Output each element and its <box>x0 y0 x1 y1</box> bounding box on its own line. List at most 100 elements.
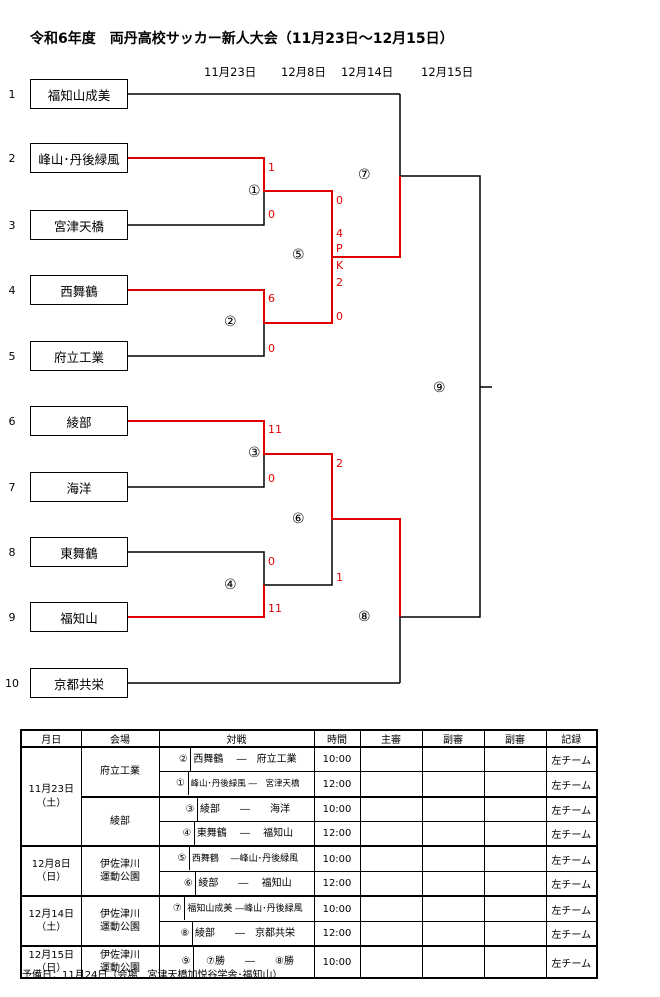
line-m6-bottom <box>264 519 333 586</box>
record-cell: 左チーム <box>545 746 598 772</box>
score-m5-top: 0 <box>336 194 343 207</box>
match-number-7: ⑦ <box>358 167 371 183</box>
weekday-text: （土） <box>36 922 67 933</box>
win-line-team4 <box>128 176 401 324</box>
record-cell: 左チーム <box>545 921 598 947</box>
assistant-cell <box>483 796 547 822</box>
assistant-cell <box>483 895 547 922</box>
match-number: ② <box>176 748 192 771</box>
venue-text: 伊佐津川 <box>100 949 140 961</box>
record-cell: 左チーム <box>545 845 598 872</box>
seed-number: 1 <box>8 88 16 101</box>
time-cell: 10:00 <box>313 746 361 772</box>
win-line-team6 <box>128 420 401 617</box>
weekday-text: （土） <box>36 797 67 809</box>
assistant-cell <box>421 821 485 847</box>
round-date-3: 12月14日 <box>341 65 394 79</box>
time-cell: 12:00 <box>313 771 361 798</box>
referee-cell <box>359 796 423 822</box>
score-m2-bottom: 0 <box>268 342 275 355</box>
score-m2-top: 6 <box>268 292 275 305</box>
record-cell: 左チーム <box>545 771 598 798</box>
seed-number: 8 <box>8 546 16 559</box>
weekday-text: （日） <box>36 872 67 883</box>
time-cell: 10:00 <box>313 945 361 979</box>
seed-number: 7 <box>8 481 16 494</box>
match-teams: 綾部 ― 海洋 <box>200 804 290 815</box>
weekday-text: （日） <box>36 963 67 974</box>
reserve-day-note: 予備日：11月24日（会場 宮津天橋加悦谷学舎･福知山） <box>22 970 283 981</box>
col-header-date: 月日 <box>20 729 82 748</box>
team-box: 西舞鶴 <box>30 275 128 305</box>
team-box: 綾部 <box>30 406 128 436</box>
match-number: ⑥ <box>181 872 197 895</box>
line-team7 <box>128 454 265 488</box>
record-cell: 左チーム <box>545 945 598 979</box>
match-teams: 綾部 ― 福知山 <box>198 878 292 889</box>
referee-cell <box>359 871 423 897</box>
round-date-1: 11月23日 <box>204 65 257 79</box>
assistant-cell <box>483 821 547 847</box>
seed-number: 2 <box>8 152 16 165</box>
score-m4-bottom: 11 <box>268 602 282 615</box>
seed-number: 10 <box>5 677 19 690</box>
table-row: 12月15日 （日） 伊佐津川 運動公園 ⑨ ⑦勝 ― ⑧勝 10:00 左チー… <box>20 945 598 979</box>
team-box: 宮津天橋 <box>30 210 128 240</box>
seed-number: 3 <box>8 219 16 232</box>
time-cell: 12:00 <box>313 871 361 897</box>
match-number: ① <box>174 772 189 795</box>
match-number: ⑦ <box>170 897 186 920</box>
record-cell: 左チーム <box>545 895 598 922</box>
seed-number: 4 <box>8 284 16 297</box>
schedule-table: 月日 会場 対戦 時間 主審 副審 副審 記録 11月23日 （土） 府立工業 … <box>20 729 598 979</box>
venue-cell: 府立工業 <box>80 746 160 798</box>
score-m1-top: 1 <box>268 161 275 174</box>
score-m5-pk-2: 2 <box>336 276 343 289</box>
score-m5-pk-4: 4 <box>336 227 343 240</box>
match-teams: 東舞鶴 ― 福知山 <box>196 828 294 839</box>
win-line-team2 <box>128 157 333 257</box>
assistant-cell <box>421 746 485 772</box>
date-text: 12月8日 <box>31 858 71 870</box>
assistant-cell <box>421 921 485 947</box>
venue-text: 伊佐津川 <box>100 858 140 870</box>
referee-cell <box>359 945 423 979</box>
team-box: 福知山成美 <box>30 79 128 109</box>
assistant-cell <box>483 771 547 798</box>
assistant-cell <box>483 945 547 979</box>
team-box: 東舞鶴 <box>30 537 128 567</box>
venue-text: 伊佐津川 <box>100 908 140 920</box>
match-number: ③ <box>183 798 198 821</box>
team-box: 峰山･丹後緑風 <box>30 143 128 173</box>
match-teams: 西舞鶴 ― 府立工業 <box>193 754 297 765</box>
round-date-4: 12月15日 <box>421 65 474 79</box>
win-line-team9 <box>128 585 265 618</box>
assistant-cell <box>421 796 485 822</box>
col-header-venue: 会場 <box>80 729 160 748</box>
match-cell: ⑨ ⑦勝 ― ⑧勝 <box>158 945 315 979</box>
time-cell: 10:00 <box>313 796 361 822</box>
score-m5-pk-p: P <box>336 242 343 255</box>
assistant-cell <box>483 871 547 897</box>
table-header-row: 月日 会場 対戦 時間 主審 副審 副審 記録 <box>20 729 598 748</box>
match-teams: 綾部 ― 京都共栄 <box>195 928 295 939</box>
referee-cell <box>359 921 423 947</box>
match-number: ⑨ <box>179 947 195 977</box>
referee-cell <box>359 895 423 922</box>
col-header-assistant-2: 副審 <box>483 729 547 748</box>
referee-cell <box>359 845 423 872</box>
score-m4-top: 0 <box>268 555 275 568</box>
